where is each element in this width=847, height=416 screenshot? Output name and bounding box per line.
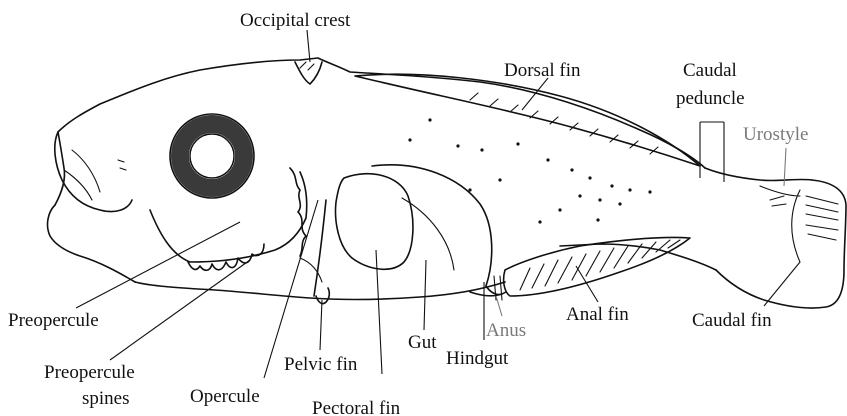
labels: Occipital crest Dorsal fin Caudal pedunc… bbox=[8, 10, 808, 416]
label-occipital-crest: Occipital crest bbox=[240, 10, 351, 31]
occipital-crest-detail bbox=[295, 62, 322, 84]
leader-gut bbox=[424, 260, 426, 330]
urostyle-drawing bbox=[760, 186, 800, 206]
leader-pelvic-fin bbox=[320, 300, 322, 350]
label-caudal-peduncle-line2: peduncle bbox=[676, 88, 745, 109]
label-caudal-peduncle-line1: Caudal bbox=[683, 60, 737, 81]
label-gut: Gut bbox=[408, 332, 437, 353]
dorsal-fin-drawing bbox=[355, 74, 700, 166]
label-caudal-fin: Caudal fin bbox=[692, 310, 772, 331]
label-opercule: Opercule bbox=[190, 386, 260, 407]
leader-preopercule bbox=[76, 222, 240, 308]
leader-dorsal-fin bbox=[522, 78, 548, 110]
pectoral-fin-drawing bbox=[336, 165, 492, 286]
leader-anus bbox=[496, 296, 502, 316]
label-anal-fin: Anal fin bbox=[566, 304, 629, 325]
label-anus: Anus bbox=[486, 320, 526, 341]
leader-caudal-fin bbox=[764, 262, 800, 306]
label-urostyle: Urostyle bbox=[743, 124, 808, 145]
leader-preopercule-spines bbox=[110, 260, 250, 360]
eye bbox=[170, 114, 254, 198]
label-preopercule-spines-line1: Preopercule bbox=[44, 362, 135, 383]
leader-opercule bbox=[264, 200, 318, 378]
label-preopercule: Preopercule bbox=[8, 310, 99, 331]
label-preopercule-spines-line2: spines bbox=[82, 388, 130, 409]
body-stipple bbox=[408, 118, 651, 223]
leader-occipital-crest bbox=[307, 30, 310, 62]
label-pectoral-fin: Pectoral fin bbox=[312, 398, 401, 416]
label-hindgut: Hindgut bbox=[446, 348, 509, 369]
label-pelvic-fin: Pelvic fin bbox=[284, 354, 358, 375]
label-dorsal-fin: Dorsal fin bbox=[504, 60, 581, 81]
pelvic-fin-drawing bbox=[316, 288, 329, 304]
